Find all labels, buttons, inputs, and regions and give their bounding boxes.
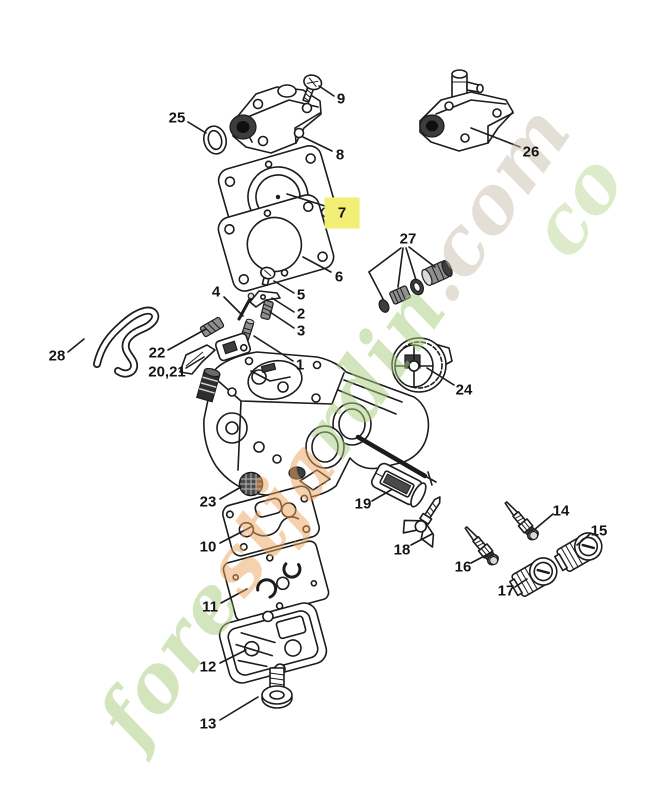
leader-lines: [67, 85, 591, 721]
leader-line-4: [223, 296, 244, 317]
part-25-oring: [203, 125, 227, 155]
leader-line-6: [302, 256, 332, 273]
part-10-gasket: [222, 485, 320, 557]
part-28-hose: [93, 306, 160, 378]
leader-line-28: [67, 338, 85, 353]
leader-line-12: [219, 649, 247, 664]
leader-line-16: [470, 551, 493, 564]
leader-line-1: [253, 335, 294, 362]
leader-line-11: [220, 588, 248, 604]
leader-line-2: [271, 297, 295, 313]
part-22-spring: [199, 316, 225, 338]
leader-line-17: [514, 578, 528, 588]
leader-line-8: [302, 136, 333, 152]
part-18-adjusting-screw: [402, 496, 441, 548]
part-13-screw: [261, 667, 293, 709]
part-8-cover: [229, 84, 322, 154]
part-24-pump-body: [391, 337, 453, 393]
leader-line-14: [533, 513, 554, 531]
leader-line-19: [371, 489, 392, 502]
part-17-cap: [505, 551, 563, 602]
leader-line-25: [187, 121, 207, 134]
part-27-kit: [378, 259, 453, 313]
leader-line-10: [219, 526, 252, 544]
leader-line-18: [410, 533, 433, 546]
leader-line-7: [286, 193, 326, 207]
part-6-gasket: [217, 194, 335, 292]
carburetor-body: [195, 351, 437, 500]
leader-line-15: [576, 533, 591, 546]
leader-line-27: [368, 271, 384, 300]
part-3-spring: [260, 300, 274, 320]
part-16-needle-screw: [460, 523, 502, 568]
leader-line-26: [470, 127, 521, 148]
part-14-needle-screw: [500, 498, 542, 543]
part-23-screen: [238, 471, 264, 497]
part-2-lever: [249, 290, 281, 308]
part-9-screw: [302, 74, 323, 103]
leader-line-13: [219, 696, 259, 721]
leader-line-24: [426, 367, 455, 386]
leader-line-9: [318, 85, 335, 97]
leader-line-22: [167, 328, 207, 351]
part-19-valve: [370, 462, 427, 508]
part-4-pin: [237, 292, 255, 321]
leader-line-27: [408, 246, 436, 268]
part-5-screw: [260, 266, 276, 287]
leader-line-3: [269, 311, 295, 329]
leader-line-27: [405, 247, 417, 281]
leader-line-27: [397, 247, 404, 288]
part-26-cover: [419, 69, 514, 152]
part-15-cap: [550, 526, 608, 577]
leader-line-5: [273, 280, 295, 294]
leader-line-20-21: [185, 356, 205, 369]
part-12-pump-cover: [218, 602, 328, 684]
leader-line-27: [368, 247, 402, 273]
leader-line-23: [219, 486, 242, 500]
